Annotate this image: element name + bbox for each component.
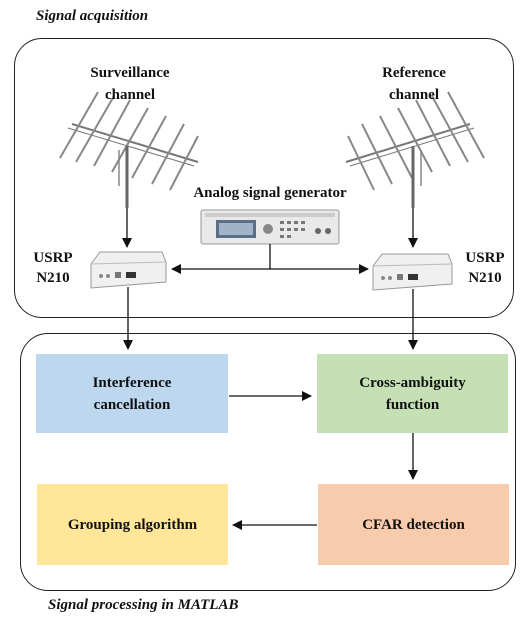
grouping-algorithm-block: Grouping algorithm (37, 484, 228, 565)
acquisition-section-title: Signal acquisition (36, 8, 149, 24)
surveillance-label-line1: Surveillance (90, 65, 170, 81)
usrp-right-device-icon (372, 253, 453, 291)
reference-label-line1: Reference (382, 65, 446, 81)
usrp-left-line2: N210 (36, 270, 70, 286)
usrp-right-label: USRP N210 (458, 248, 512, 288)
usrp-left-line1: USRP (33, 250, 73, 266)
cfar-detection-block: CFAR detection (318, 484, 509, 565)
cross-ambiguity-line2: function (385, 396, 440, 413)
usrp-left-device-icon (90, 251, 167, 289)
surveillance-antenna-icon (59, 91, 199, 208)
usrp-right-line2: N210 (468, 270, 502, 286)
reference-antenna-icon (345, 91, 485, 208)
acquisition-frame (14, 38, 514, 318)
processing-frame (20, 333, 516, 591)
surveillance-channel-label: Surveillance channel (60, 62, 200, 106)
usrp-right-line1: USRP (465, 250, 505, 266)
surveillance-label-line2: channel (104, 87, 155, 103)
reference-channel-label: Reference channel (344, 62, 484, 106)
reference-label-line2: channel (388, 87, 439, 103)
signal-generator-icon (200, 209, 340, 245)
interference-cancellation-block: Interference cancellation (36, 354, 228, 433)
usrp-left-label: USRP N210 (26, 248, 80, 288)
interference-line2: cancellation (93, 396, 171, 413)
signal-generator-label: Analog signal generator (193, 185, 347, 201)
cross-ambiguity-line1: Cross-ambiguity (359, 374, 466, 391)
processing-section-title: Signal processing in MATLAB (48, 597, 239, 613)
cross-ambiguity-function-block: Cross-ambiguity function (317, 354, 508, 433)
interference-line1: Interference (92, 374, 172, 391)
